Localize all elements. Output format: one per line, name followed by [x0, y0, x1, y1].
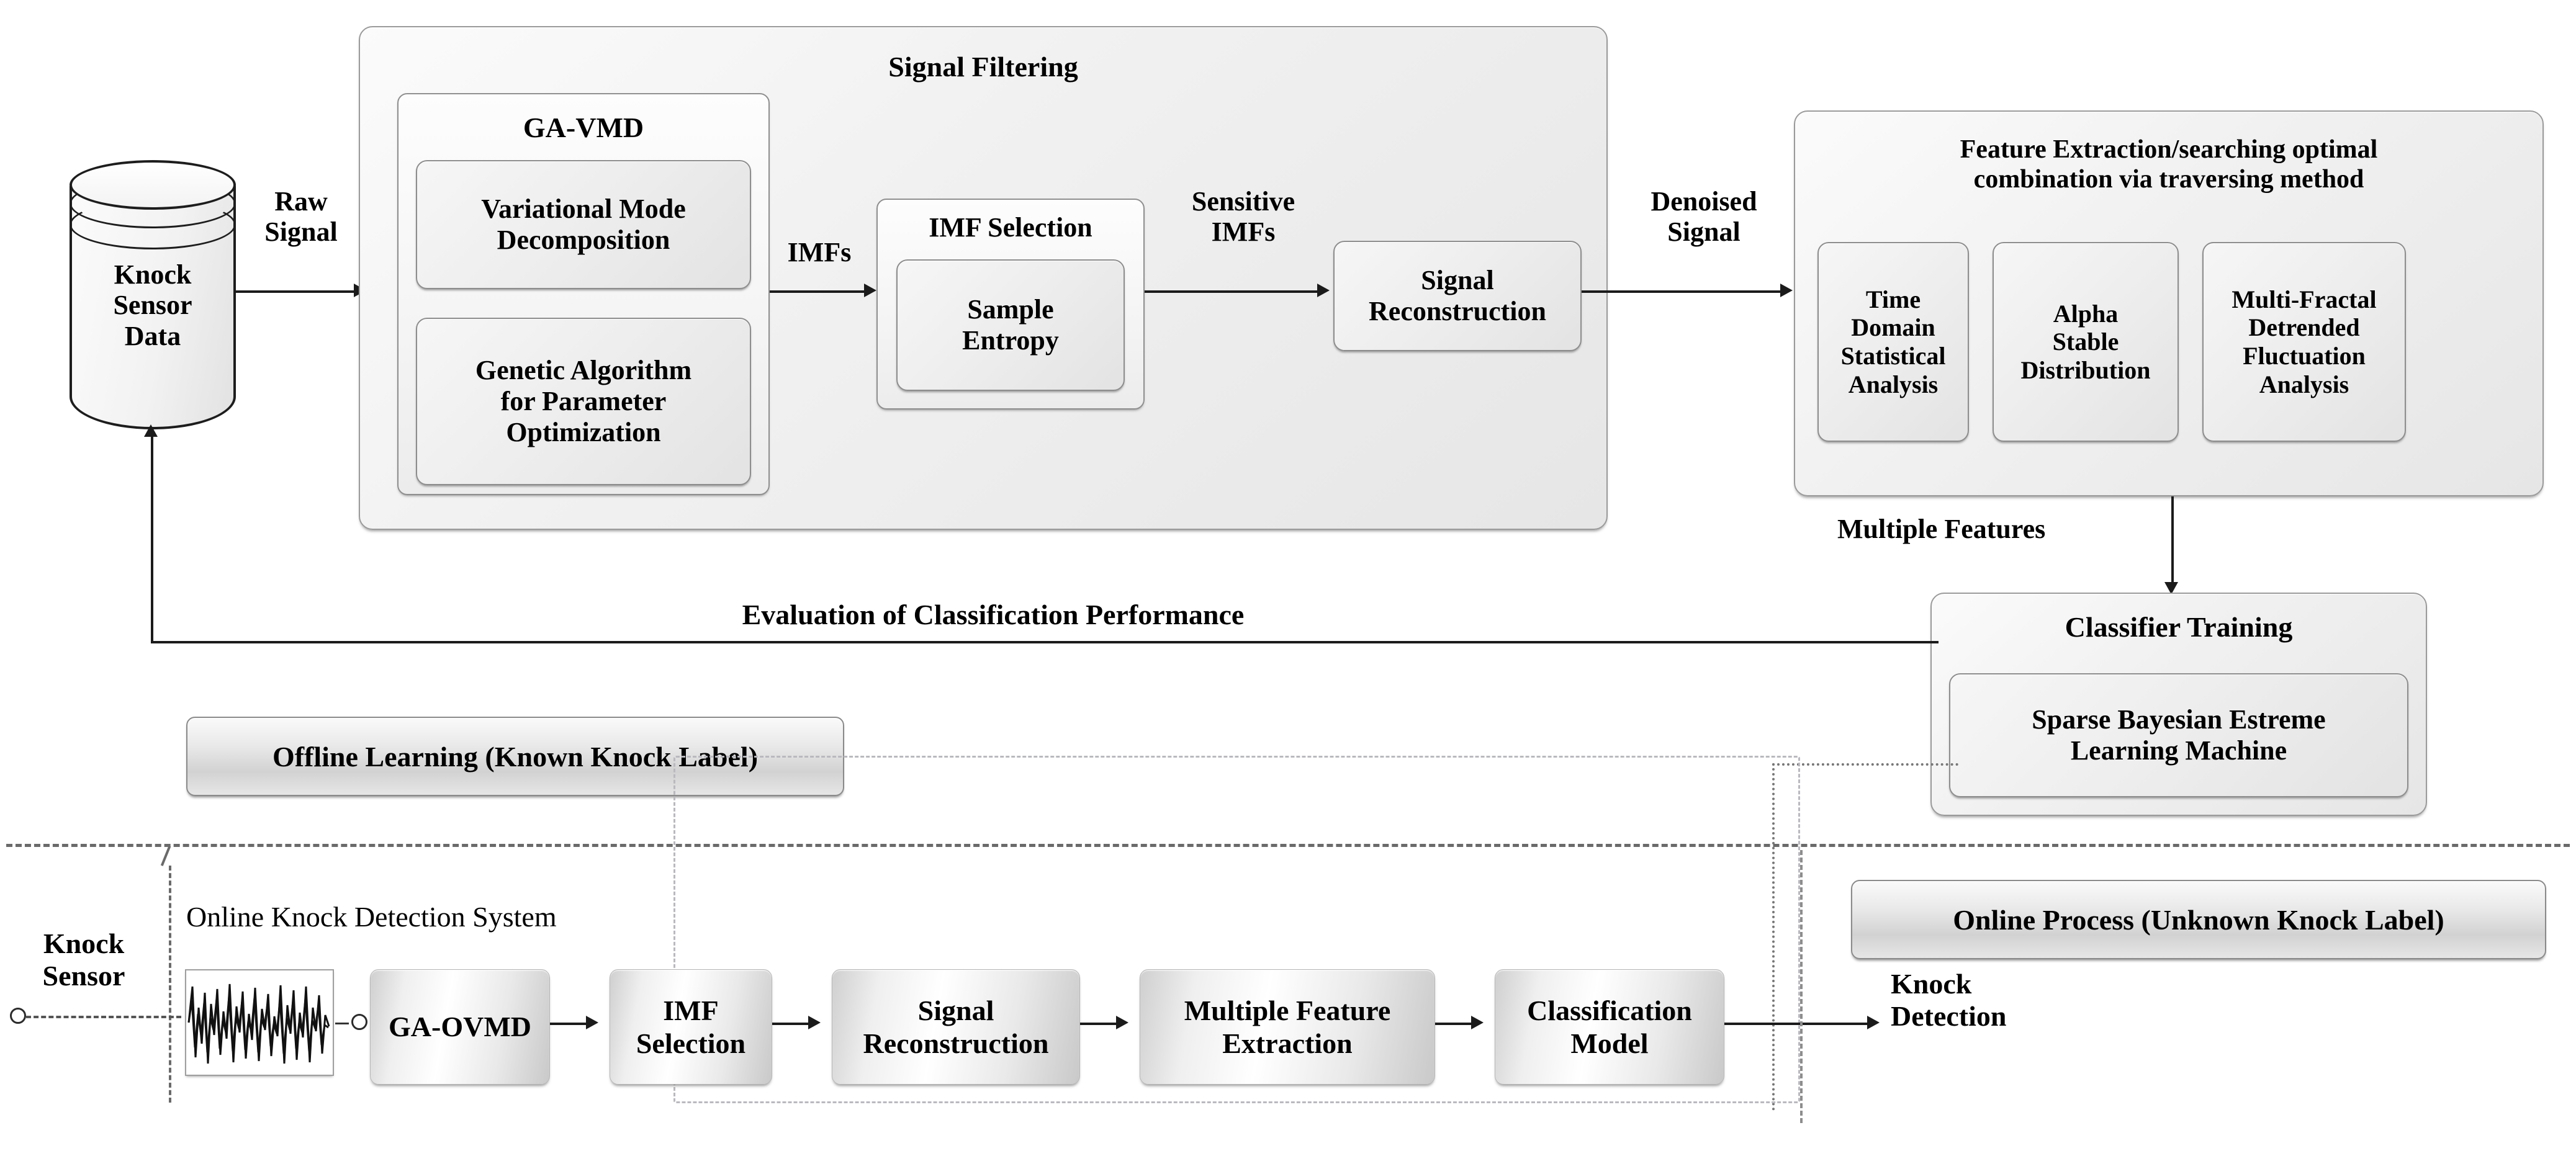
online-process-legend[interactable]: Online Process (Unknown Knock Label)	[1851, 880, 2546, 959]
imfs-label: IMFs	[787, 237, 852, 267]
multi-fractal-dfa-box[interactable]: Multi-Fractal Detrended Fluctuation Anal…	[2202, 242, 2406, 442]
offline-learning-legend[interactable]: Offline Learning (Known Knock Label)	[186, 717, 844, 796]
evaluation-feedback-arrowhead	[144, 424, 158, 437]
sensor-node-icon	[10, 1008, 26, 1024]
imf-selection-block[interactable]: IMF Selection	[610, 969, 772, 1085]
cylinder-rib-1	[70, 179, 236, 228]
raw-signal-label: Raw Signal	[264, 186, 338, 248]
genetic-algorithm-box[interactable]: Genetic Algorithm for Parameter Optimiza…	[416, 318, 751, 485]
variational-mode-decomposition-box[interactable]: Variational Mode Decomposition	[416, 160, 751, 289]
model-transfer-dotted-vertical	[1772, 763, 1775, 1111]
sensor-dashed-link	[26, 1016, 181, 1018]
denoised-signal-line	[1582, 290, 1786, 293]
online-system-boundary-tick	[160, 845, 189, 874]
raw-signal-line	[235, 290, 359, 293]
knock-detection-arrowhead	[1867, 1016, 1880, 1029]
sensitive-imfs-line	[1145, 290, 1323, 293]
multiple-features-arrowhead	[2164, 582, 2178, 594]
online-arrow-line-3	[1080, 1023, 1121, 1025]
evaluation-feedback-line	[151, 641, 1939, 643]
time-domain-statistical-analysis-box[interactable]: Time Domain Statistical Analysis	[1817, 242, 1969, 442]
knock-signal-waveform-icon	[185, 969, 334, 1076]
sample-entropy-box[interactable]: Sample Entropy	[896, 259, 1125, 391]
evaluation-label: Evaluation of Classification Performance	[742, 599, 1245, 630]
signal-filtering-title: Signal Filtering	[888, 51, 1078, 83]
denoised-signal-arrowhead	[1780, 284, 1793, 297]
waveform-connector-node	[351, 1014, 367, 1030]
imf-selection-title: IMF Selection	[929, 212, 1092, 243]
multiple-feature-extraction-block[interactable]: Multiple Feature Extraction	[1140, 969, 1435, 1085]
classifier-training-title: Classifier Training	[2065, 611, 2293, 643]
knock-detection-label: Knock Detection	[1891, 968, 2007, 1032]
signal-reconstruction-box[interactable]: Signal Reconstruction	[1333, 241, 1582, 351]
alpha-stable-distribution-box[interactable]: Alpha Stable Distribution	[1993, 242, 2179, 442]
online-system-left-boundary	[169, 866, 171, 1103]
waveform-connector-line	[335, 1023, 349, 1024]
signal-reconstruction-block[interactable]: Signal Reconstruction	[832, 969, 1080, 1085]
cylinder-rib-2	[70, 200, 236, 249]
multiple-features-label: Multiple Features	[1837, 514, 2046, 544]
sparse-bayesian-elm-box[interactable]: Sparse Bayesian Estreme Learning Machine	[1949, 673, 2408, 797]
evaluation-feedback-vline	[151, 434, 153, 642]
sensitive-imfs-label: Sensitive IMFs	[1191, 186, 1295, 248]
online-knock-detection-system-title: Online Knock Detection System	[186, 901, 557, 933]
online-arrow-4	[1471, 1016, 1484, 1029]
online-arrow-line-4	[1435, 1023, 1476, 1025]
online-arrow-line-2	[772, 1023, 813, 1025]
knock-sensor-label: Knock Sensor	[42, 928, 125, 992]
ga-vmd-title: GA-VMD	[523, 112, 644, 143]
denoised-signal-label: Denoised Signal	[1651, 186, 1757, 248]
online-knock-detection-dashed-region	[673, 756, 1800, 1103]
classification-model-block[interactable]: Classification Model	[1495, 969, 1724, 1085]
multiple-features-line	[2171, 496, 2174, 588]
waveform-svg	[187, 983, 330, 1064]
imfs-arrowhead	[864, 284, 876, 297]
ga-ovmd-block[interactable]: GA-OVMD	[370, 969, 550, 1085]
knock-sensor-data-label: Knock Sensor Data	[113, 259, 192, 351]
online-region-right-boundary	[1800, 850, 1803, 1123]
imfs-line	[770, 290, 869, 293]
feature-extraction-title: Feature Extraction/searching optimal com…	[1960, 135, 2378, 194]
online-arrow-2	[808, 1016, 821, 1029]
cylinder-top	[70, 160, 236, 210]
offline-online-divider	[6, 844, 2570, 847]
sensitive-imfs-arrowhead	[1317, 284, 1330, 297]
online-arrow-line-1	[550, 1023, 591, 1025]
online-arrow-1	[586, 1016, 598, 1029]
model-transfer-dotted-top	[1772, 763, 1958, 766]
online-arrow-3	[1116, 1016, 1128, 1029]
knock-detection-line	[1724, 1023, 1873, 1025]
